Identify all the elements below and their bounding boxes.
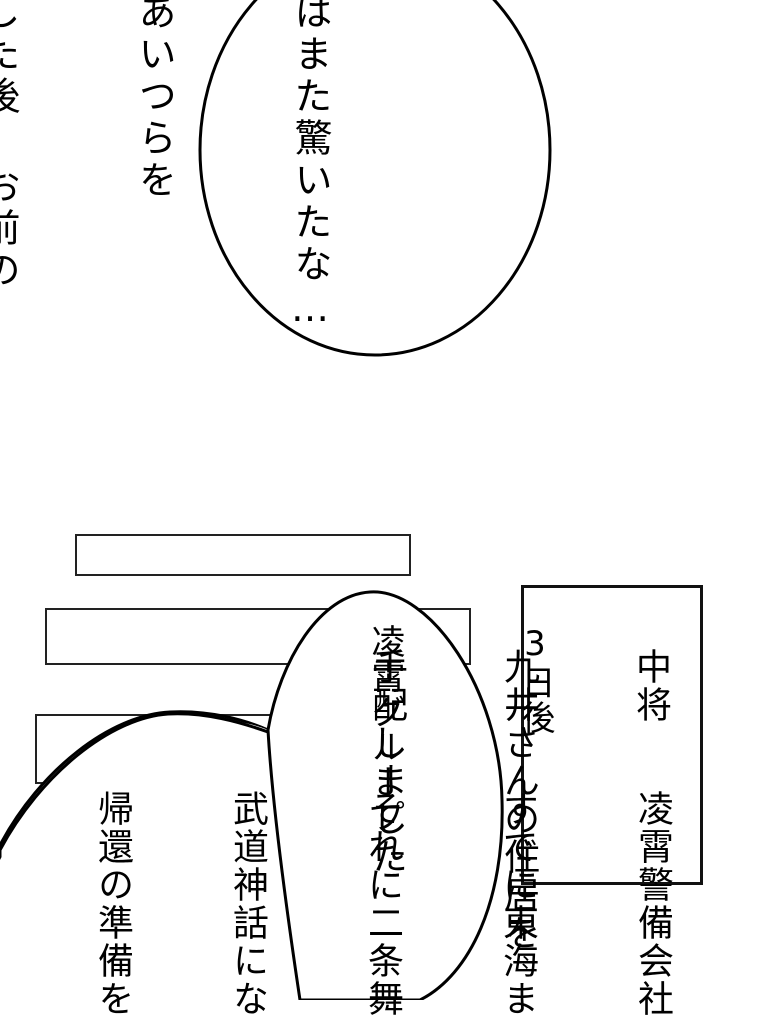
speech-bubble-bottom-outline [0,712,269,851]
caption-line-1: 3日後 [515,624,555,735]
empty-panel-box-1 [75,534,411,576]
caption-text: 3日後 凌霄グループ [260,624,660,834]
bubble-top-line-2: あいつらを [132,0,176,202]
speech-bubble-bottom-text: また 凌霄警備会社 すでに東海ま それに二条舞 武道神話にな 帰還の準備を [45,790,760,1018]
bubble-middle-line-1: 中将 [630,648,671,724]
bubble-bottom-line-2: 凌霄警備会社 [632,790,673,1018]
bubble-bottom-line-4: それに二条舞 [362,790,403,1018]
speech-bubble-top-text: はまた驚いたな… あいつらを した後 お前の を回収しよう [0,0,440,334]
speech-bubble-top [198,0,552,357]
caption-box: 3日後 凌霄グループ [365,585,703,885]
bubble-bottom-line-6: 帰還の準備を [92,790,133,1018]
bubble-middle-line-3: 手配しました [366,648,407,876]
bubble-top-line-3: した後 お前の [0,0,20,292]
bubble-top-line-1: はまた驚いたな… [288,0,332,334]
bubble-bottom-line-5: 武道神話にな [227,790,268,1018]
speech-bubble-middle-text: 中将 九井さんの住居を 手配しました [320,648,760,952]
caption-line-2: 凌霄グループ [365,624,405,834]
speech-bubble-middle [266,590,504,1000]
bubble-middle-line-2: 九井さんの住居を [498,648,539,952]
bubble-bottom-line-3: すでに東海ま [497,790,538,1018]
